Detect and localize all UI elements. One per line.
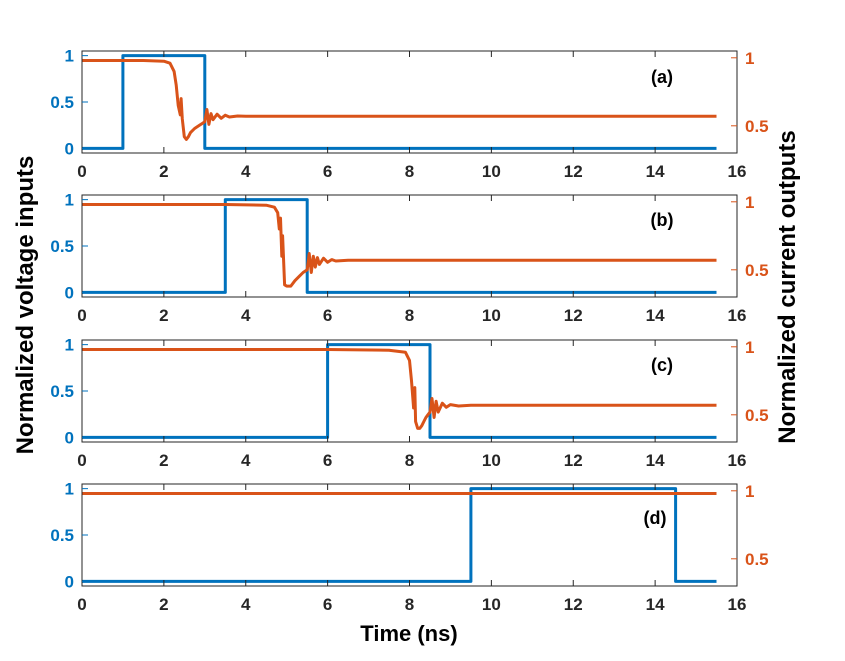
y-left-tick-label: 0.5	[50, 93, 74, 112]
plot-frame	[81, 483, 738, 587]
x-axis-label: Time (ns)	[360, 621, 457, 646]
x-tick-label: 2	[159, 451, 168, 470]
x-tick-label: 8	[405, 451, 414, 470]
y-right-tick-label: 1	[745, 193, 754, 212]
y-left-tick-label: 0	[65, 139, 74, 158]
y-right-tick-label: 1	[745, 338, 754, 357]
x-tick-label: 16	[728, 306, 747, 325]
y-left-tick-label: 0.5	[50, 237, 74, 256]
x-tick-label: 2	[159, 595, 168, 614]
y-right-tick-label: 1	[745, 482, 754, 501]
x-tick-label: 4	[241, 162, 251, 181]
panel-label: (a)	[651, 67, 673, 87]
panel-2: 0 2 4 6 8 10 12 14 16 0 0.5 1 0.5 1 (b)	[50, 191, 768, 325]
x-tick-label: 0	[77, 451, 86, 470]
voltage-input-line-3	[82, 343, 717, 439]
x-tick-label: 10	[482, 306, 501, 325]
x-tick-label: 10	[482, 595, 501, 614]
y-left-tick-label: 0	[65, 283, 74, 302]
x-tick-label: 16	[728, 595, 747, 614]
x-tick-label: 14	[646, 162, 665, 181]
y-axis-label-left: Normalized voltage inputs	[12, 156, 39, 455]
plot-frame	[81, 339, 738, 443]
x-tick-label: 2	[159, 162, 168, 181]
voltage-input-line-4	[82, 487, 717, 583]
x-tick-label: 10	[482, 451, 501, 470]
panel-label: (b)	[651, 210, 674, 230]
voltage-input-line-2	[82, 198, 717, 294]
x-tick-label: 16	[728, 451, 747, 470]
x-tick-label: 14	[646, 451, 665, 470]
x-tick-label: 6	[323, 162, 332, 181]
x-tick-label: 4	[241, 306, 251, 325]
y-right-tick-label: 0.5	[745, 117, 769, 136]
x-tick-label: 0	[77, 595, 86, 614]
x-tick-label: 6	[323, 306, 332, 325]
panel-3: 0 2 4 6 8 10 12 14 16 0 0.5 1 0.5 1 (c)	[50, 336, 768, 470]
x-tick-label: 6	[323, 595, 332, 614]
x-tick-label: 12	[564, 595, 583, 614]
panel-label: (c)	[651, 355, 673, 375]
x-tick-label: 4	[241, 451, 251, 470]
y-left-tick-label: 1	[65, 480, 74, 499]
panel-4: 0 2 4 6 8 10 12 14 16 0 0.5 1 0.5 1 (d)	[50, 480, 768, 614]
y-right-tick-label: 0.5	[745, 406, 769, 425]
y-left-tick-label: 0.5	[50, 382, 74, 401]
x-tick-label: 12	[564, 306, 583, 325]
x-tick-label: 10	[482, 162, 501, 181]
panel-1: 0 2 4 6 8 10 12 14 16 0 0.5 1 0.5 1 (a)	[50, 47, 768, 181]
x-tick-label: 4	[241, 595, 251, 614]
current-output-line-2	[82, 203, 717, 288]
plot-frame	[81, 194, 738, 298]
x-tick-label: 12	[564, 451, 583, 470]
x-tick-label: 14	[646, 306, 665, 325]
x-tick-label: 12	[564, 162, 583, 181]
x-tick-label: 14	[646, 595, 665, 614]
x-tick-label: 2	[159, 306, 168, 325]
panel-label: (d)	[644, 508, 667, 528]
x-tick-label: 6	[323, 451, 332, 470]
y-right-tick-label: 0.5	[745, 550, 769, 569]
current-output-line-3	[82, 348, 717, 430]
y-left-tick-label: 1	[65, 191, 74, 210]
x-tick-label: 8	[405, 595, 414, 614]
x-tick-label: 8	[405, 162, 414, 181]
y-left-tick-label: 1	[65, 336, 74, 355]
x-tick-label: 8	[405, 306, 414, 325]
x-tick-label: 0	[77, 162, 86, 181]
y-right-tick-label: 0.5	[745, 261, 769, 280]
current-output-line-1	[82, 59, 717, 141]
y-left-tick-label: 1	[65, 47, 74, 66]
y-left-tick-label: 0	[65, 572, 74, 591]
y-right-tick-label: 1	[745, 49, 754, 68]
y-left-tick-label: 0	[65, 428, 74, 447]
x-tick-label: 16	[728, 162, 747, 181]
y-left-tick-label: 0.5	[50, 526, 74, 545]
y-axis-label-right: Normalized current outputs	[774, 130, 801, 443]
x-tick-label: 0	[77, 306, 86, 325]
